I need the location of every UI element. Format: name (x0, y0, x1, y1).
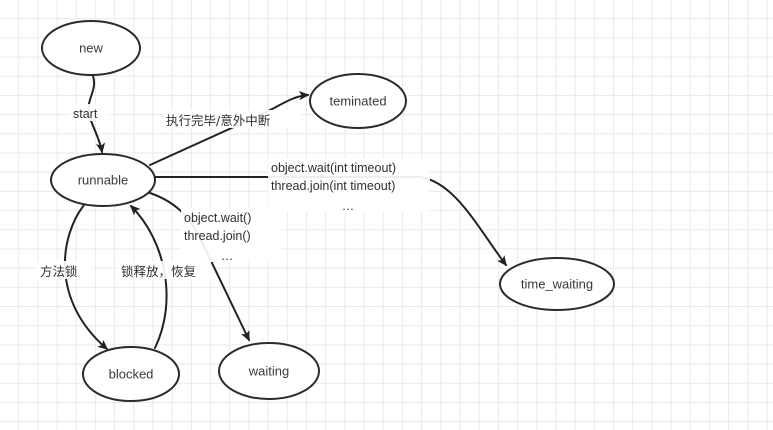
edge-label-timed-wait-line3: … (342, 199, 355, 213)
node-runnable-label: runnable (78, 172, 129, 187)
edge-label-timed-wait-line1: object.wait(int timeout) (271, 161, 396, 175)
node-runnable[interactable]: runnable (50, 153, 156, 207)
edge-label-wait-line1: object.wait() (184, 211, 251, 225)
node-time-waiting-shape[interactable] (499, 257, 615, 311)
node-teminated[interactable]: teminated (309, 73, 407, 129)
edge-label-finish-or-interrupt-text: 执行完毕/意外中断 (166, 113, 270, 128)
node-blocked-shape[interactable] (82, 346, 180, 402)
node-time-waiting-label: time_waiting (521, 276, 593, 291)
edge-label-method-lock: 方法锁 (37, 261, 92, 279)
node-blocked-label: blocked (109, 366, 154, 381)
node-waiting[interactable]: waiting (218, 342, 320, 400)
edge-runnable-to-teminated (149, 90, 310, 166)
node-blocked[interactable]: blocked (82, 346, 180, 402)
node-waiting-shape[interactable] (218, 342, 320, 400)
node-teminated-label: teminated (329, 93, 386, 108)
edge-label-start: start (70, 104, 110, 121)
edge-label-timed-wait-line2: thread.join(int timeout) (271, 179, 395, 193)
node-time-waiting[interactable]: time_waiting (499, 257, 615, 311)
edge-label-wait-line3: … (221, 249, 234, 263)
edge-label-timed-wait: object.wait(int timeout) thread.join(int… (268, 158, 430, 213)
node-runnable-shape[interactable] (50, 153, 156, 207)
node-new-shape[interactable] (41, 20, 141, 76)
edge-label-wait: object.wait() thread.join() … (181, 208, 281, 263)
node-new[interactable]: new (41, 20, 141, 76)
edge-label-lock-release-resume-text: 锁释放，恢复 (121, 264, 197, 279)
edge-label-wait-line2: thread.join() (184, 229, 251, 243)
edge-label-method-lock-text: 方法锁 (40, 264, 78, 279)
node-new-label: new (79, 40, 103, 55)
edge-label-start-text: start (73, 107, 98, 121)
node-waiting-label: waiting (248, 363, 289, 378)
edge-label-lock-release-resume: 锁释放，恢复 (118, 261, 211, 279)
node-teminated-shape[interactable] (309, 73, 407, 129)
edge-label-finish-or-interrupt: 执行完毕/意外中断 (163, 110, 301, 128)
